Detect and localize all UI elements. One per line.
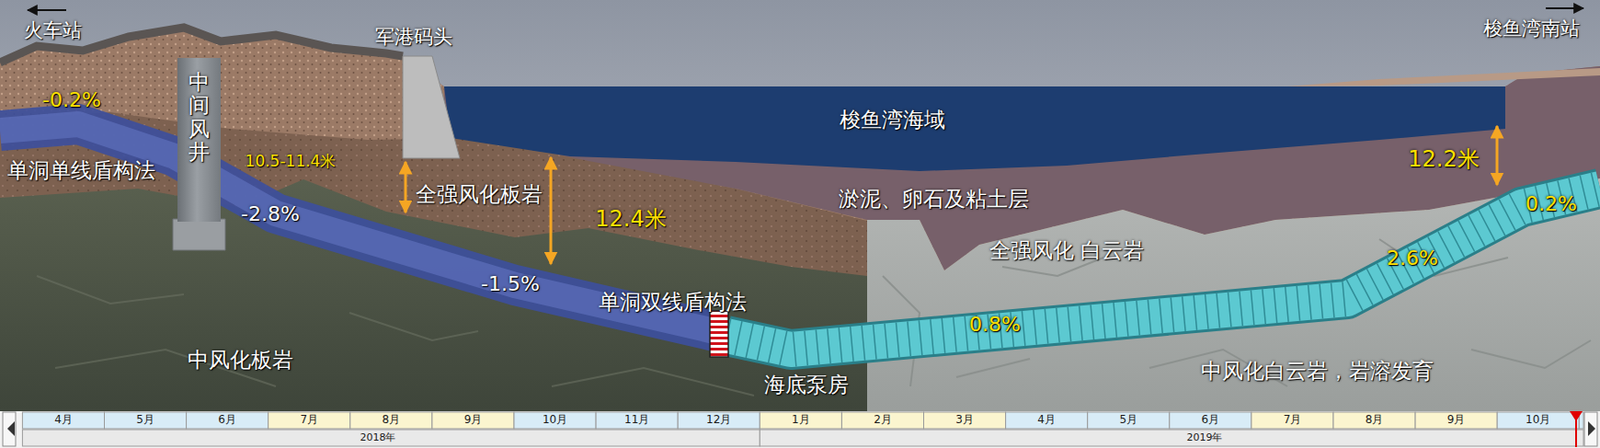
month-cell-text: 8月: [1365, 413, 1384, 427]
depth-dimension: 12.2米: [1407, 147, 1479, 173]
month-cell: [677, 411, 760, 429]
time-marker-head: [1569, 411, 1583, 422]
tunnel-segment-rings: [726, 188, 1600, 350]
gradient-value: -0.2%: [42, 88, 102, 112]
depth-dimension: 10.5-11.4米: [245, 152, 337, 172]
month-cell: [595, 411, 678, 429]
month-cell-text: 9月: [1447, 413, 1466, 427]
month-cell-text: 2月: [873, 413, 892, 427]
year-cell: [759, 429, 1584, 446]
ventilation-shaft: 中间风井: [177, 57, 221, 222]
wharf-structure: [402, 56, 460, 159]
gradient-value: 0.2%: [1525, 192, 1578, 216]
slate-rock-layer: [0, 179, 868, 412]
double-line-tunnel-outline: [726, 188, 1600, 350]
month-cell-text: 10月: [1525, 413, 1551, 427]
month-cell: [1415, 411, 1498, 429]
topsoil-layer: [0, 27, 1600, 412]
month-cell: [924, 411, 1006, 429]
month-cell: [1005, 411, 1088, 429]
year-cell-text: 2019年: [1187, 432, 1223, 445]
month-cell-text: 4月: [1037, 413, 1056, 427]
month-cell: [1333, 411, 1416, 429]
month-cell: [759, 411, 842, 429]
stratum-label: 中风化白云岩，岩溶发育: [1200, 358, 1434, 383]
scroll-arrow: [7, 421, 15, 436]
timeline: [2, 411, 1598, 447]
month-cell: [350, 411, 433, 429]
month-cell: [104, 411, 187, 429]
month-cell: [841, 411, 924, 429]
month-cell-text: 10月: [542, 413, 568, 427]
scroll-arrow: [1588, 421, 1596, 436]
month-cell: [1169, 411, 1252, 429]
method-label: 单洞双线盾构法: [598, 289, 747, 314]
gradient-value: -2.8%: [240, 202, 300, 226]
month-cell-text: 12月: [706, 413, 732, 427]
month-cell: [1251, 411, 1334, 429]
method-label: 单洞单线盾构法: [7, 158, 156, 183]
place-name: 军港码头: [375, 25, 453, 48]
year-cell: [22, 429, 760, 446]
shield-machine: [709, 310, 729, 357]
month-cell: [1087, 411, 1170, 429]
depth-dimension: 12.4米: [594, 206, 666, 233]
facility-label: 海底泵房: [764, 372, 849, 397]
station-name: 火车站: [23, 19, 82, 42]
shaft-foot: [172, 218, 226, 251]
month-cell: [22, 411, 104, 429]
month-cell-text: 8月: [382, 413, 401, 427]
sky: [0, 0, 1600, 412]
month-cell-text: 5月: [136, 413, 155, 427]
month-cell: [268, 411, 351, 429]
gradient-value: 0.8%: [969, 312, 1021, 336]
direction-arrow: [1545, 7, 1584, 10]
double-line-tunnel: [726, 188, 1600, 350]
month-cell-text: 7月: [1283, 413, 1303, 427]
month-cell-text: 9月: [464, 413, 483, 427]
stratum-label: 中风化板岩: [187, 347, 294, 372]
gradient-value: 2.6%: [1386, 246, 1439, 270]
month-cell: [1497, 411, 1579, 429]
month-cell-text: 4月: [54, 413, 73, 427]
station-name: 梭鱼湾南站: [1483, 17, 1580, 40]
month-cell-text: 1月: [791, 413, 811, 427]
depth-arrow: [404, 161, 408, 213]
year-cell-text: 2018年: [360, 432, 397, 445]
sea-water: [444, 86, 1506, 172]
month-cell-text: 3月: [955, 413, 974, 427]
scroll-button: [1584, 411, 1598, 446]
shaft-label: 中间风井: [188, 70, 210, 164]
depth-arrow: [549, 157, 553, 264]
depth-arrow: [1496, 125, 1499, 185]
scroll-button: [2, 411, 16, 446]
month-cell: [186, 411, 269, 429]
month-cell: [432, 411, 515, 429]
gradient-value: -1.5%: [480, 272, 540, 296]
month-cell: [514, 411, 596, 429]
month-cell-text: 6月: [217, 413, 237, 427]
stratum-label: 淤泥、卵石及粘土层: [838, 186, 1029, 211]
area-label: 梭鱼湾海域: [839, 105, 946, 135]
direction-arrow: [27, 9, 67, 12]
sea-area: 梭鱼湾海域: [464, 86, 1321, 140]
timeline-bar: [0, 411, 1600, 448]
stratum-label: 全强风化 白云岩: [989, 238, 1144, 263]
station-ground: [1287, 68, 1600, 87]
month-cell-text: 6月: [1201, 413, 1221, 427]
month-cell-text: 5月: [1119, 413, 1138, 427]
month-cell-text: 11月: [624, 413, 650, 427]
month-cell-text: 7月: [299, 413, 319, 427]
stratum-label: 全强风化板岩: [415, 182, 543, 206]
